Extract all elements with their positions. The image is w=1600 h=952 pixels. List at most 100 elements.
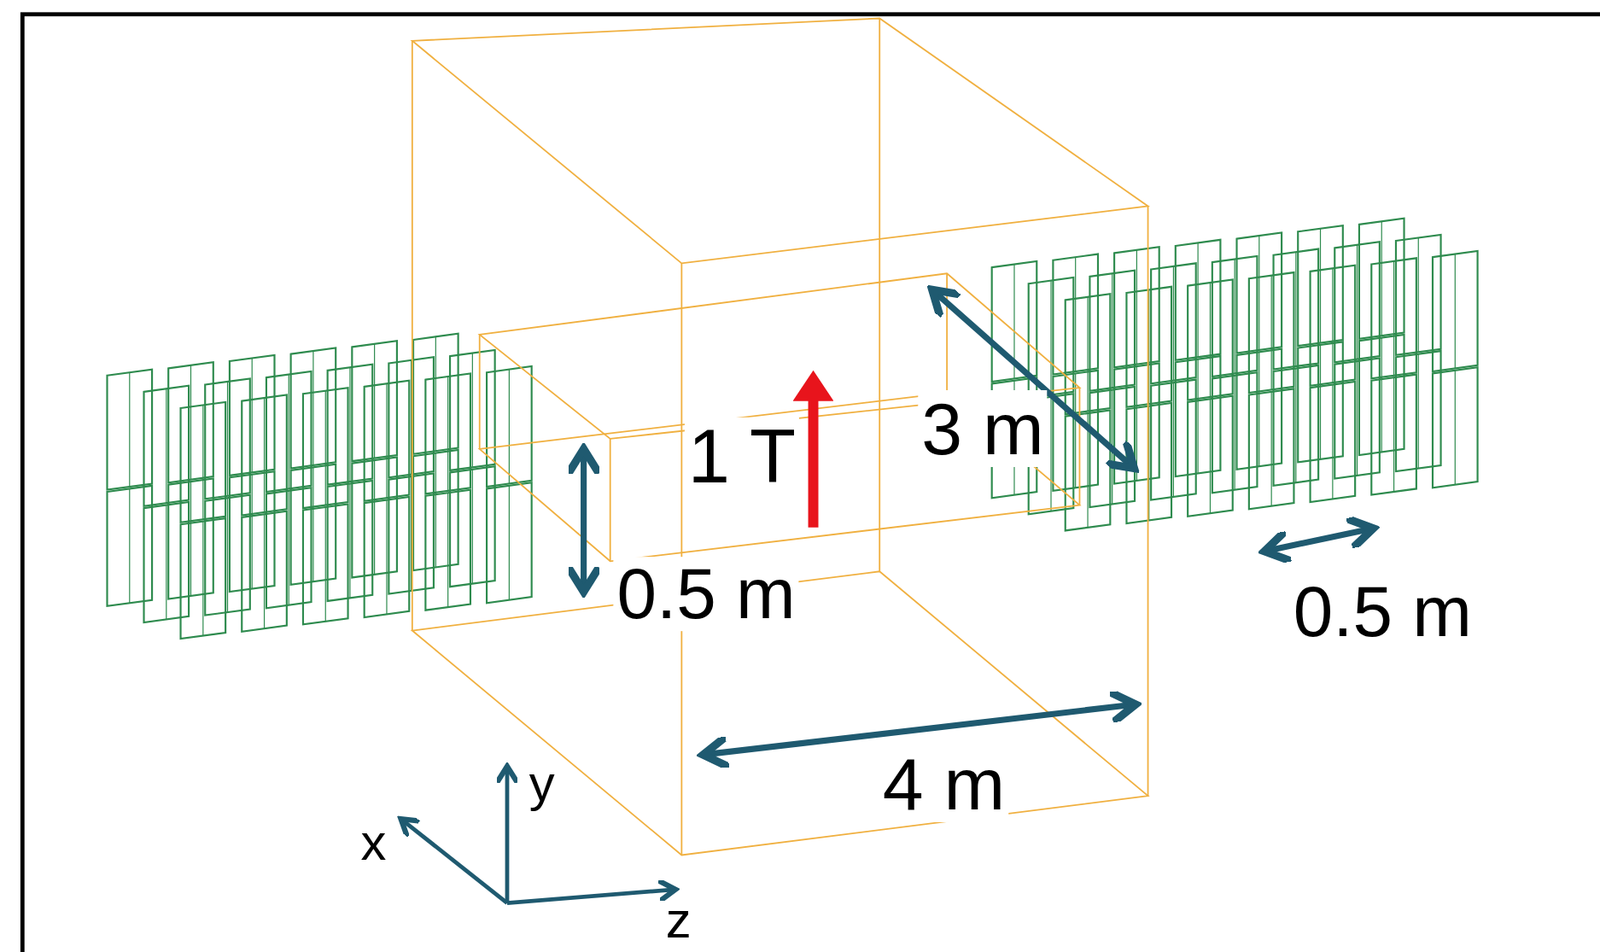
tracker-strip bbox=[288, 490, 290, 606]
tracker-module bbox=[144, 385, 190, 507]
tracker-module bbox=[449, 350, 496, 471]
tracker-module bbox=[364, 496, 410, 618]
tracker-module bbox=[1212, 372, 1258, 493]
tracker-module bbox=[181, 518, 227, 639]
tracker-module bbox=[1175, 356, 1221, 477]
tracker-module bbox=[449, 466, 496, 587]
tracker-strip bbox=[385, 500, 387, 615]
dimension-label: 3 m bbox=[917, 390, 1047, 468]
tracker-module bbox=[1371, 257, 1417, 379]
tracker-strip bbox=[1197, 359, 1199, 474]
tracker-strip bbox=[508, 485, 510, 601]
tracker-strip bbox=[1136, 250, 1138, 365]
tracker-module bbox=[106, 485, 152, 607]
tracker-strip bbox=[325, 391, 327, 506]
tracker-module bbox=[1089, 270, 1135, 392]
tracker-module bbox=[1395, 234, 1442, 356]
axis-label: x bbox=[356, 815, 390, 871]
tracker-strip bbox=[227, 381, 228, 497]
field-label: 1 T bbox=[684, 417, 800, 497]
tracker-module bbox=[266, 487, 312, 608]
tracker-strip bbox=[373, 344, 375, 459]
tracker-strip bbox=[128, 488, 130, 603]
tracker-strip bbox=[1393, 377, 1395, 492]
magnet-yoke bbox=[412, 18, 1149, 856]
tracker-strip bbox=[1454, 254, 1456, 369]
tracker-strip bbox=[202, 521, 204, 637]
tracker-module bbox=[1273, 249, 1320, 370]
tracker-strip bbox=[1319, 344, 1321, 460]
tracker-module bbox=[1249, 388, 1295, 509]
tracker-module bbox=[1114, 362, 1160, 484]
tracker-strip bbox=[1319, 228, 1321, 344]
tracker-strip bbox=[1454, 370, 1456, 485]
tracker-strip bbox=[312, 350, 314, 466]
tracker-module bbox=[1175, 239, 1221, 361]
tracker-module bbox=[1249, 272, 1295, 393]
tracker-module bbox=[1432, 251, 1478, 372]
tracker-strip bbox=[472, 352, 473, 468]
tracker-module bbox=[144, 502, 190, 623]
tracker-strip bbox=[349, 483, 351, 598]
dimension-label: 0.5 m bbox=[1290, 574, 1476, 650]
tracker-module bbox=[351, 340, 398, 462]
tracker-module bbox=[1065, 293, 1111, 415]
tracker-strip bbox=[1331, 268, 1333, 383]
tracker-strip bbox=[1173, 266, 1174, 381]
tracker-strip bbox=[447, 492, 449, 608]
tracker-module bbox=[1359, 334, 1405, 456]
tracker-module bbox=[388, 356, 434, 478]
tracker-module bbox=[106, 369, 152, 491]
tracker-strip bbox=[435, 336, 437, 451]
tracker-strip bbox=[435, 453, 437, 568]
tracker-strip bbox=[1111, 273, 1113, 388]
tracker-module bbox=[1310, 265, 1356, 386]
tracker-module bbox=[364, 380, 410, 502]
tracker-module bbox=[1126, 286, 1172, 408]
tracker-module bbox=[1212, 256, 1258, 377]
tracker-module bbox=[1150, 262, 1197, 384]
tracker-strip bbox=[1331, 385, 1333, 500]
tracker-module bbox=[291, 464, 337, 585]
tracker-module bbox=[1334, 241, 1380, 363]
tracker-strip bbox=[1356, 361, 1358, 476]
tracker-strip bbox=[1393, 261, 1395, 376]
tracker-strip bbox=[1173, 382, 1174, 497]
dimension-label: 0.5 m bbox=[613, 556, 799, 632]
tracker-module bbox=[486, 366, 532, 487]
tracker-module bbox=[1297, 341, 1344, 462]
frame-border bbox=[22, 14, 1600, 952]
tracker-strip bbox=[202, 404, 204, 520]
tracker-module bbox=[1395, 350, 1442, 472]
tracker-module bbox=[303, 387, 349, 509]
tracker-module bbox=[303, 503, 349, 625]
tracker-strip bbox=[1197, 242, 1199, 357]
magnet-gap bbox=[479, 273, 1081, 561]
dimension-label: 4 m bbox=[879, 745, 1009, 823]
tracker-strip bbox=[1050, 397, 1052, 512]
tracker-strip bbox=[1050, 280, 1052, 396]
tracker-module bbox=[413, 449, 459, 571]
tracker-strip bbox=[1086, 297, 1088, 412]
tracker-strip bbox=[1074, 256, 1076, 372]
tracker-module bbox=[1187, 396, 1233, 517]
tracker-strip bbox=[1381, 338, 1383, 453]
tracker-module bbox=[327, 364, 374, 485]
tracker-module bbox=[1273, 365, 1320, 486]
tracker-module bbox=[229, 355, 275, 476]
tracker-strip bbox=[1418, 354, 1419, 469]
tracker-module bbox=[1310, 381, 1356, 503]
tracker-module bbox=[1150, 379, 1197, 501]
tracker-strip bbox=[472, 469, 473, 584]
tracker-strip bbox=[165, 388, 167, 503]
tracker-module bbox=[229, 471, 275, 592]
tracker-module bbox=[241, 394, 287, 515]
axis-label: y bbox=[525, 756, 559, 812]
tracker-module bbox=[291, 348, 337, 469]
tracker-module bbox=[425, 490, 471, 611]
tracker-module bbox=[1187, 279, 1233, 400]
tracker-strip bbox=[1234, 375, 1236, 491]
tracker-module bbox=[266, 371, 312, 492]
tracker-module bbox=[413, 333, 459, 455]
tracker-strip bbox=[373, 460, 375, 575]
